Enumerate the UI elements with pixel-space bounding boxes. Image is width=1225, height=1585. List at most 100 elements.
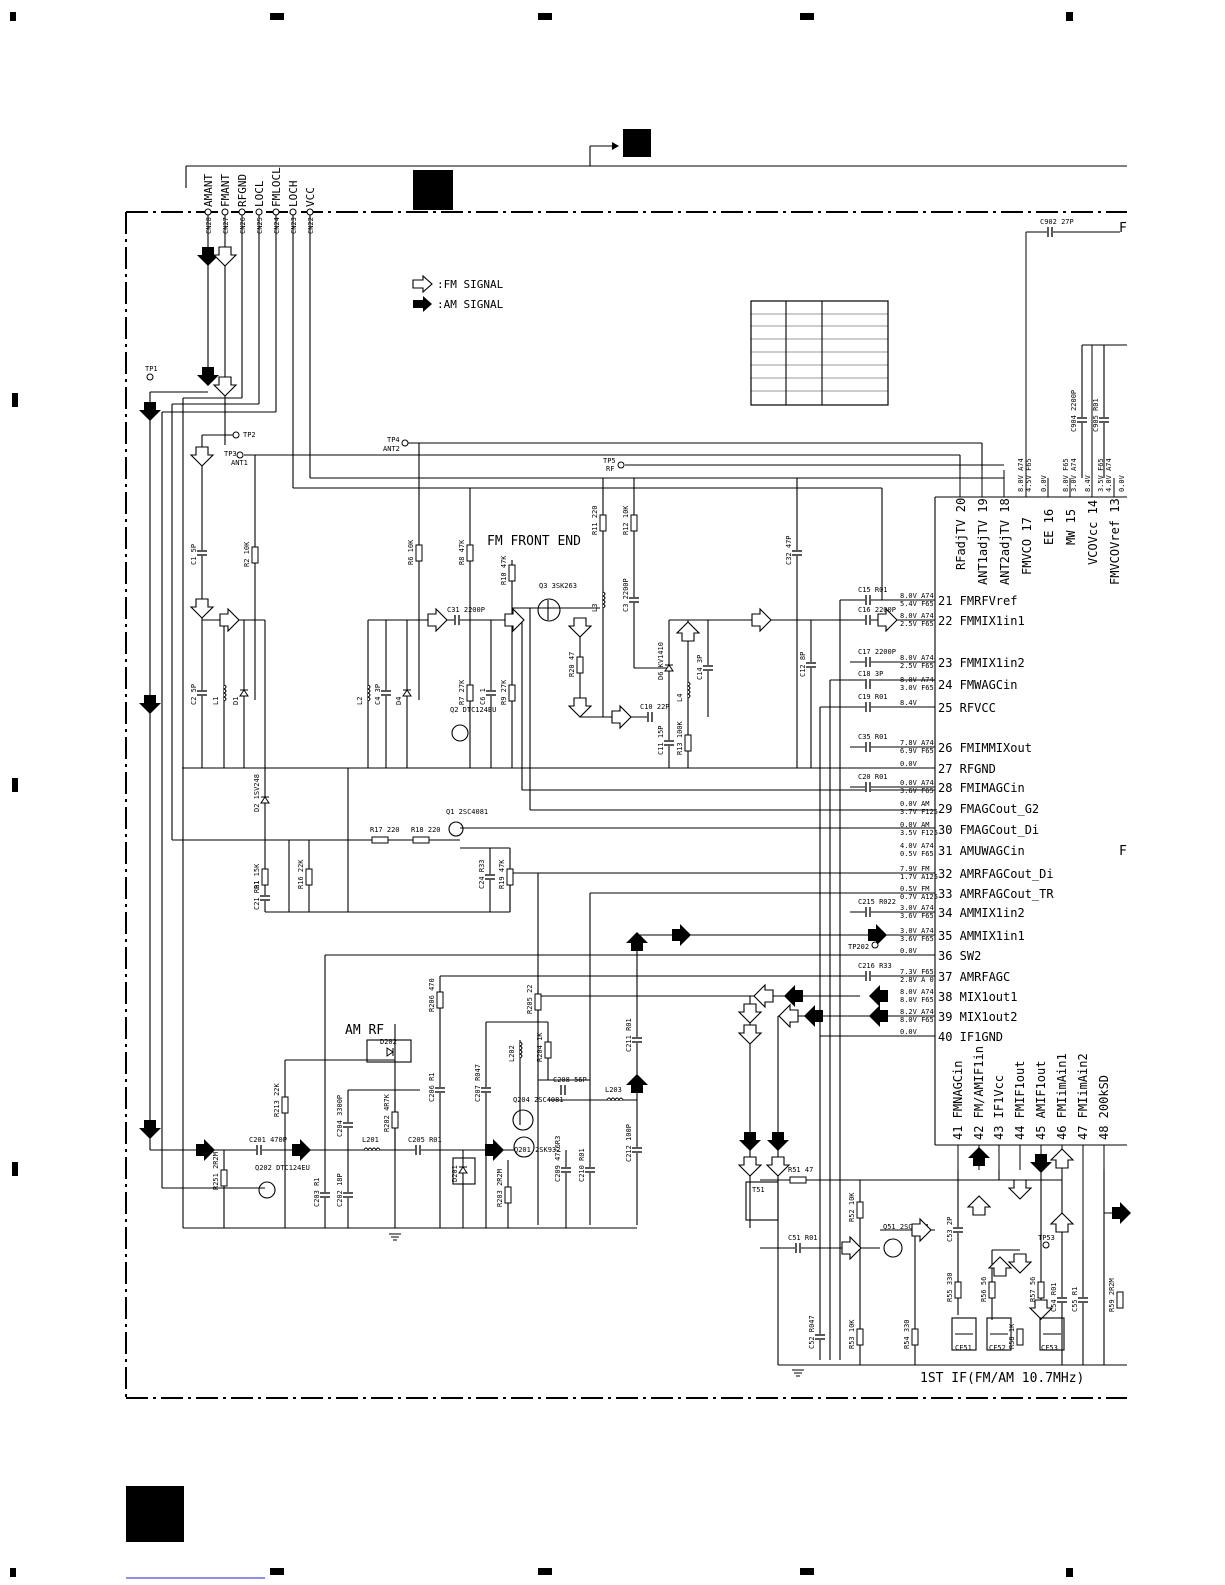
tp-name: TP5: [603, 457, 616, 465]
fm-signal-arrow-icon: [1050, 1212, 1074, 1233]
ic-pin-label: ANT2adjTV 18: [998, 498, 1012, 585]
fm-signal-arrow-icon: [841, 1236, 862, 1260]
ic-bottom-pins: 41 FMNAGCin 42 FM/AMIF1in 43 IF1Vcc 44 F…: [951, 1046, 1111, 1240]
section-first-if: 1ST IF(FM/AM 10.7MHz): [920, 1371, 1084, 1386]
ic-pin-label: 48 200kSD: [1097, 1075, 1111, 1140]
ic-pin-voltage: 3.6V F65: [900, 912, 934, 920]
component-c208: C208 56P: [553, 1076, 587, 1095]
component-c212: C212 100P: [625, 1124, 642, 1162]
am-signal-arrow-icon: [139, 1120, 161, 1139]
component-cf53: CF53: [1041, 1344, 1058, 1352]
tp-name: TP202: [848, 943, 869, 951]
component-r18: R18 220: [411, 826, 441, 844]
component-label: L3: [591, 604, 599, 612]
ic-pin-label: 22 FMMIX1in1: [938, 614, 1025, 628]
connector-signal: VCC: [304, 187, 317, 207]
fm-signal-arrow-icon: [967, 1195, 991, 1216]
component-label: L201: [362, 1136, 379, 1144]
ground-icon: [389, 1233, 804, 1377]
svg-text:8.0V A74: 8.0V A74: [1017, 458, 1025, 492]
ic-pin-label: 46 FMIimAin1: [1055, 1053, 1069, 1140]
am-signal-arrow-icon: [139, 402, 161, 421]
am-signal-arrow-icon: [968, 1147, 990, 1166]
ic-pin-voltage: 3.7V F125: [900, 808, 938, 816]
component-label: C20 R01: [858, 773, 888, 781]
ic-pin-label: 23 FMMIX1in2: [938, 656, 1025, 670]
connector-pin: CN25: [256, 217, 264, 234]
component-label: L202: [508, 1045, 516, 1062]
component-label: C201 470P: [249, 1136, 287, 1144]
svg-text:0.0V: 0.0V: [1118, 474, 1126, 492]
component-label: C10 22P: [640, 703, 670, 711]
component-label: R55 330: [946, 1272, 954, 1302]
component-label: C212 100P: [625, 1124, 633, 1162]
ic-pin-label: 29 FMAGCout_G2: [938, 802, 1039, 816]
ic-pin-voltage: 7.3V F65: [900, 968, 934, 976]
component-label: R57 56: [1029, 1277, 1037, 1302]
component-label: C12 8P: [799, 652, 807, 677]
component-label: C17 2200P: [858, 648, 896, 656]
component-c6: C6 1: [479, 688, 496, 705]
ic-pin-label: MW 15: [1064, 509, 1078, 545]
component-r205: R205 22: [526, 984, 542, 1014]
component-label: C6 1: [479, 688, 487, 705]
ic-pin-voltage: 3.0V A74: [900, 904, 934, 912]
component-label: C1 5P: [190, 544, 198, 565]
connector-cn: AMANT FMANT RFGND LOCL FMLOCL LOCH VCC C…: [202, 167, 317, 234]
component-label: C11 15P: [657, 725, 665, 755]
component-r204: R204 1K: [536, 1032, 552, 1062]
fm-signal-arrow-icon: [213, 376, 237, 397]
ic-pin-label: 34 AMMIX1in2: [938, 906, 1025, 920]
component-c31: C31 2200P: [447, 606, 485, 625]
component-label: R17 220: [370, 826, 400, 834]
component-label: C24 R33: [478, 859, 486, 889]
ic-pin-voltage: 0.0V: [900, 947, 918, 955]
fm-signal-arrow-icon: [611, 705, 632, 729]
fm-signal-arrow-icon: [766, 1156, 790, 1177]
ic-pin-voltage: 8.0V A74: [900, 612, 934, 620]
component-c51: C51 R01: [788, 1234, 818, 1253]
ic-pin-voltage: 8.0V A74: [900, 654, 934, 662]
component-l203: L203: [605, 1086, 624, 1102]
ic-pin-voltage: 5.4V F65: [900, 600, 934, 608]
component-r2: R2 10K: [243, 541, 259, 567]
component-label: R53 10K: [848, 1319, 856, 1349]
fm-signal-arrow-icon: [738, 1156, 762, 1177]
component-c205: C205 R01: [408, 1136, 442, 1155]
component-label: D1: [232, 697, 240, 705]
component-q1: Q1 2SC4081: [446, 808, 488, 816]
component-c4: C4 3P: [374, 684, 391, 705]
component-label: R54 330: [903, 1319, 911, 1349]
component-c52: C52 R047: [808, 1315, 825, 1349]
component-label: R51 47: [788, 1166, 813, 1174]
fm-signal-arrow-icon: [1050, 1148, 1074, 1169]
component-label: L203: [605, 1086, 622, 1094]
component-label: R59 2R2M: [1108, 1278, 1116, 1312]
component-label: CF52: [989, 1344, 1006, 1352]
ic-pin-label: 41 FMNAGCin: [951, 1061, 965, 1140]
ic-pin-voltage: 1.7V A125: [900, 873, 938, 881]
am-signal-arrow-icon: [739, 1132, 761, 1151]
am-signal-arrow-icon: [869, 1005, 888, 1027]
fm-signal-arrow-icon: [219, 608, 240, 632]
component-label: C21 R01: [253, 880, 261, 910]
ic-pin-voltage: 3.6V F65: [900, 935, 934, 943]
component-q202: Q202 DTC124EU: [255, 1164, 310, 1172]
component-label: R6 10K: [407, 539, 415, 565]
ic-pin-voltage: 0.7V A125: [900, 893, 938, 901]
component-label: R206 470: [428, 978, 436, 1012]
ic-pin-label: 44 FMIF1out: [1013, 1061, 1027, 1140]
component-label: C54 R01: [1050, 1282, 1058, 1312]
voltage-table: [750, 300, 889, 406]
component-label: Q3 3SK263: [539, 582, 577, 590]
